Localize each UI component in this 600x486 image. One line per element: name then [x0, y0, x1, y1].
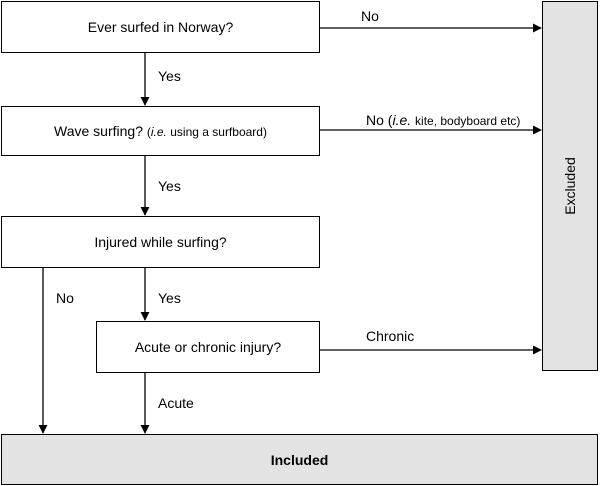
- node-wave-surfing-main: Wave surfing?: [54, 122, 143, 139]
- node-wave-surfing: Wave surfing? (i.e. using a surfboard): [1, 106, 320, 156]
- node-wave-surfing-label: Wave surfing? (i.e. using a surfboard): [54, 123, 267, 140]
- edge-label-no-1: No: [361, 8, 379, 24]
- node-wave-surfing-rest: using a surfboard): [170, 124, 267, 139]
- node-ever-surfed-label: Ever surfed in Norway?: [87, 19, 234, 35]
- node-acute-chronic-label: Acute or chronic injury?: [134, 339, 282, 355]
- edge-label-no-3: No: [56, 290, 74, 306]
- node-excluded: Excluded: [542, 1, 598, 371]
- edge-label-no-2-prefix: No (: [366, 112, 393, 128]
- node-wave-surfing-detail: (i.e. using a surfboard): [146, 124, 267, 139]
- node-ever-surfed: Ever surfed in Norway?: [1, 1, 320, 53]
- node-included: Included: [1, 434, 598, 485]
- edge-label-yes-2: Yes: [158, 178, 181, 194]
- edge-label-no-2-rest: kite, bodyboard etc): [415, 114, 521, 128]
- node-injured-label: Injured while surfing?: [94, 234, 227, 250]
- edge-label-chronic: Chronic: [366, 328, 415, 344]
- node-excluded-label: Excluded: [562, 157, 578, 215]
- node-included-label: Included: [270, 451, 329, 468]
- edge-label-no-2-ie: i.e.: [392, 112, 412, 128]
- edge-label-yes-3: Yes: [158, 290, 181, 306]
- edge-label-yes-1: Yes: [158, 68, 181, 84]
- edge-label-acute: Acute: [158, 395, 194, 411]
- node-wave-surfing-ie: i.e.: [150, 124, 167, 139]
- node-injured: Injured while surfing?: [1, 216, 320, 268]
- edge-label-no-2: No (i.e. kite, bodyboard etc): [366, 112, 520, 129]
- node-acute-chronic: Acute or chronic injury?: [96, 321, 320, 373]
